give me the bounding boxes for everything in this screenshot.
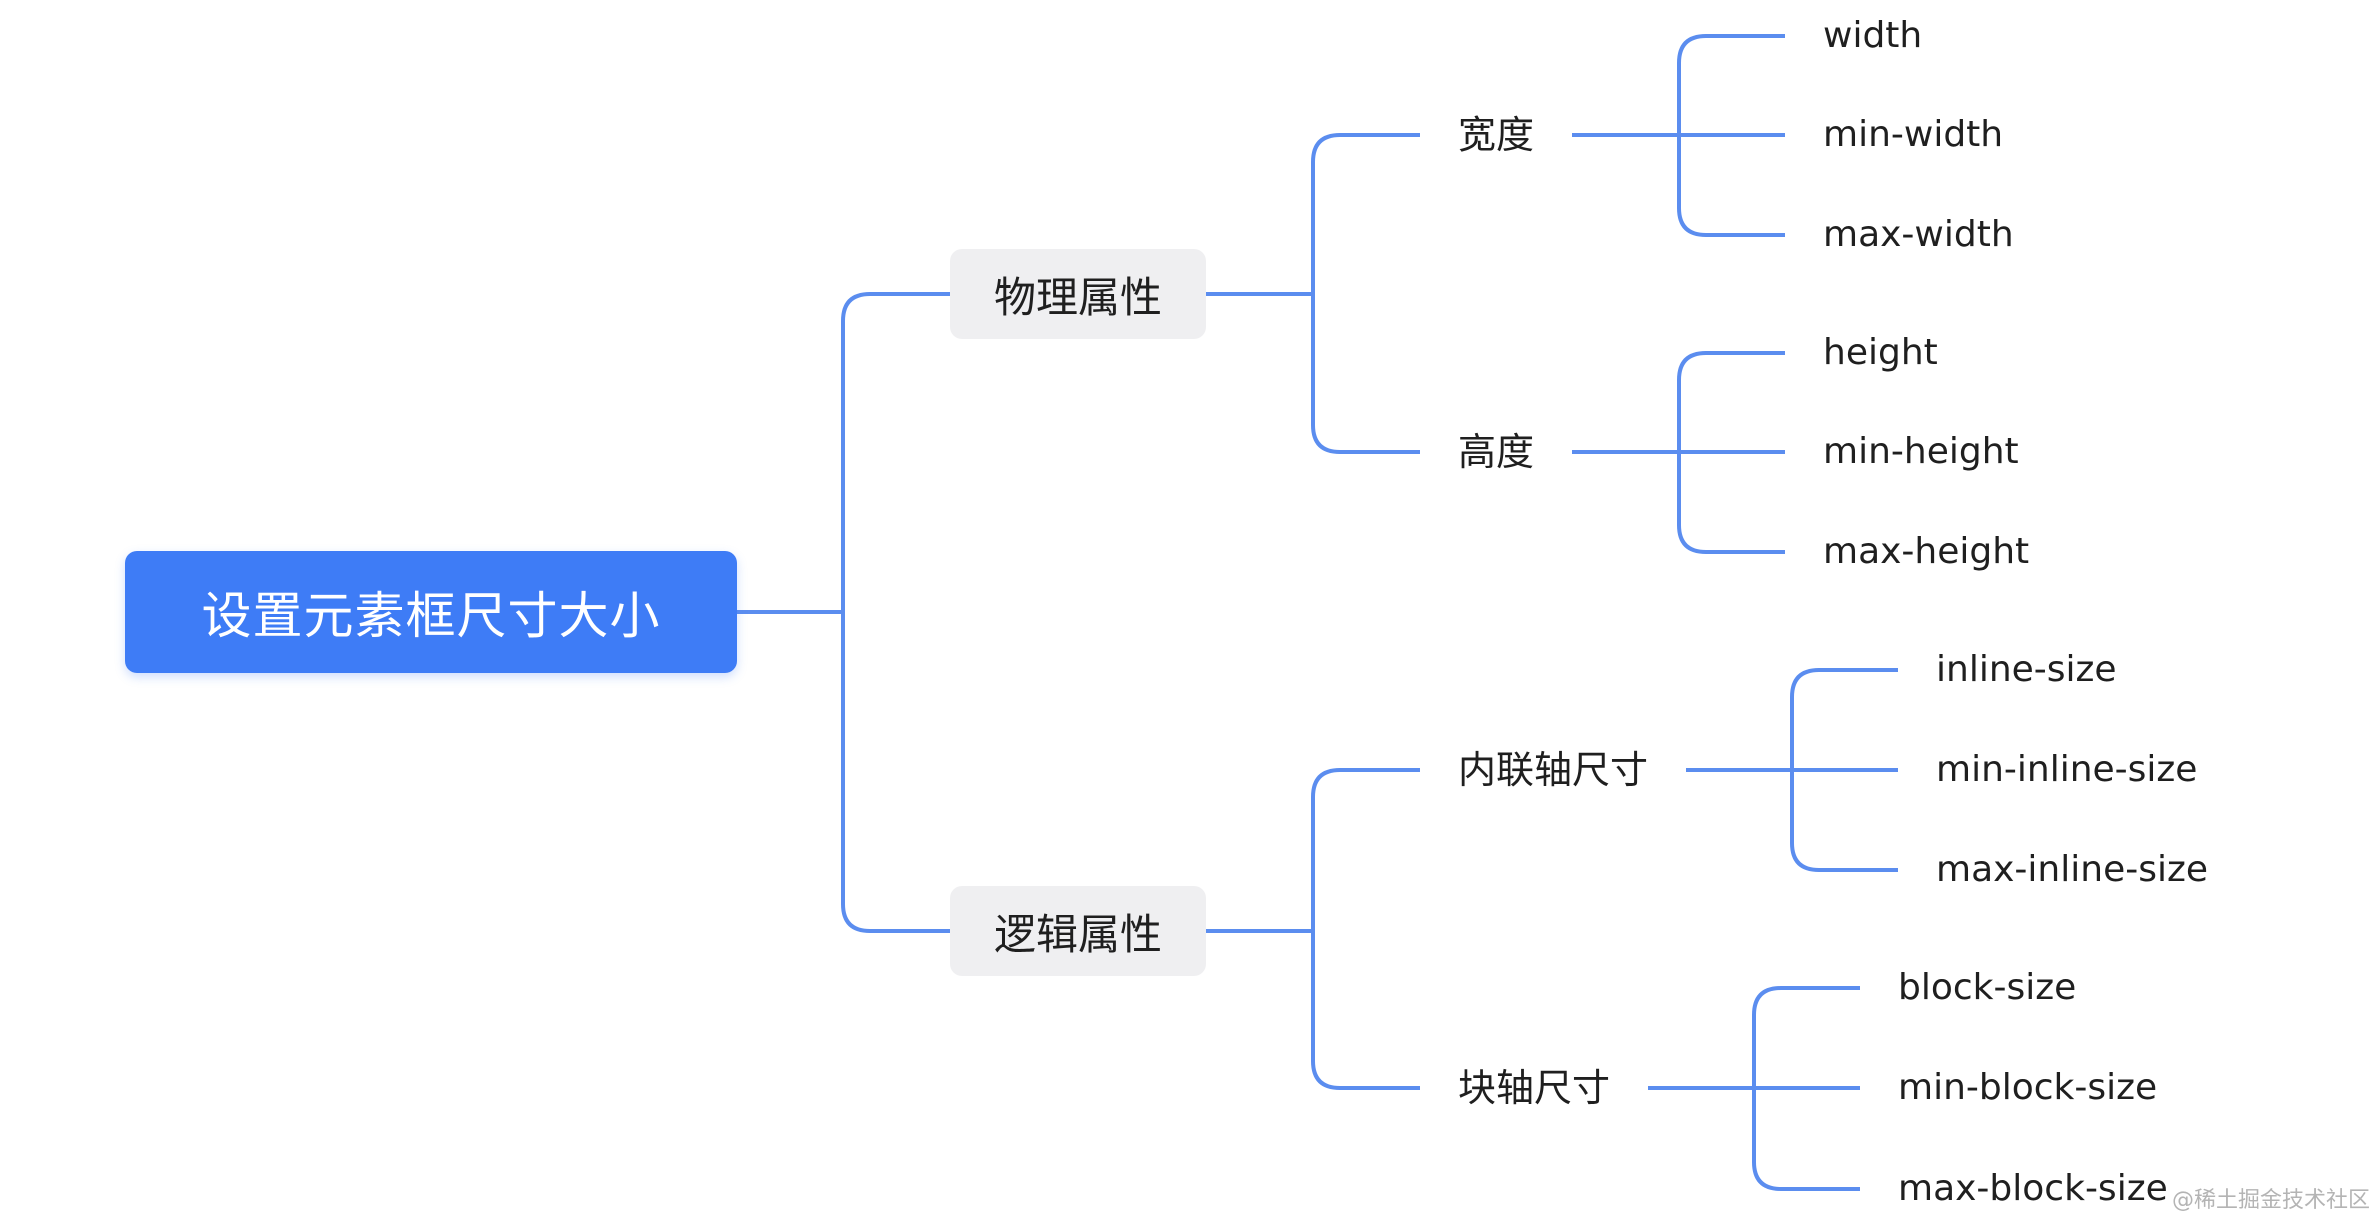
category-node-width[interactable]: 宽度 bbox=[1458, 113, 1535, 157]
leaf-node[interactable]: block-size bbox=[1898, 967, 2077, 1008]
group-node-physical[interactable]: 物理属性 bbox=[950, 249, 1206, 339]
connector-group-physical bbox=[1206, 133, 1420, 454]
connector-cat-height bbox=[1572, 351, 1785, 554]
root-node[interactable]: 设置元素框尺寸大小 bbox=[125, 551, 737, 673]
leaf-node[interactable]: min-block-size bbox=[1898, 1067, 2158, 1108]
connector-cat-inline bbox=[1686, 668, 1898, 872]
leaf-node[interactable]: max-inline-size bbox=[1936, 849, 2209, 890]
connector-group-logical bbox=[1206, 768, 1420, 1090]
connector-root-groups bbox=[737, 292, 950, 933]
leaf-node[interactable]: inline-size bbox=[1936, 649, 2117, 690]
connector-cat-block bbox=[1648, 986, 1860, 1191]
leaf-node[interactable]: max-height bbox=[1823, 531, 2030, 572]
leaf-node[interactable]: min-inline-size bbox=[1936, 749, 2198, 790]
leaf-node[interactable]: min-height bbox=[1823, 431, 2019, 472]
leaf-node[interactable]: min-width bbox=[1823, 114, 2004, 155]
category-node-block-size[interactable]: 块轴尺寸 bbox=[1458, 1066, 1611, 1110]
connector-cat-width bbox=[1572, 34, 1785, 237]
leaf-node[interactable]: max-width bbox=[1823, 214, 2014, 255]
watermark: @稀土掘金技术社区 bbox=[2171, 1188, 2370, 1213]
category-node-inline-size[interactable]: 内联轴尺寸 bbox=[1458, 748, 1649, 792]
leaf-node[interactable]: width bbox=[1823, 15, 1923, 56]
group-node-logical[interactable]: 逻辑属性 bbox=[950, 886, 1206, 976]
leaf-node[interactable]: max-block-size bbox=[1898, 1168, 2168, 1209]
category-node-height[interactable]: 高度 bbox=[1458, 430, 1535, 474]
leaf-node[interactable]: height bbox=[1823, 332, 1938, 373]
